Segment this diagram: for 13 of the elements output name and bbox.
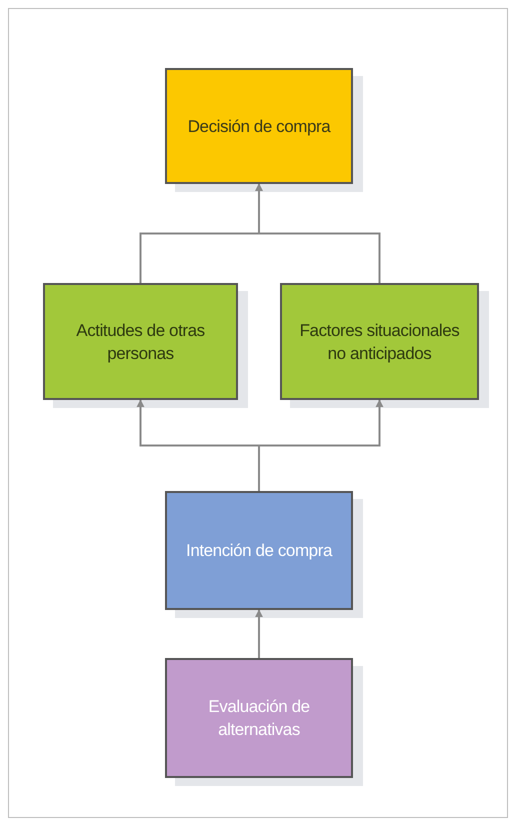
arrow — [258, 399, 384, 491]
box-label: Actitudes de otras personas — [75, 320, 206, 364]
box-label: Factores situacionales no anticipados — [298, 320, 460, 364]
process-box — [165, 658, 353, 778]
box-label: Decisión de compra — [188, 116, 330, 138]
arrow — [255, 609, 263, 658]
process-box — [165, 491, 353, 610]
box-label: Evaluación de alternativas — [207, 696, 311, 741]
process-box — [165, 68, 353, 184]
arrow — [255, 183, 380, 283]
process-box — [280, 283, 479, 400]
process-box — [43, 283, 238, 400]
box-label: Intención de compra — [186, 540, 332, 562]
